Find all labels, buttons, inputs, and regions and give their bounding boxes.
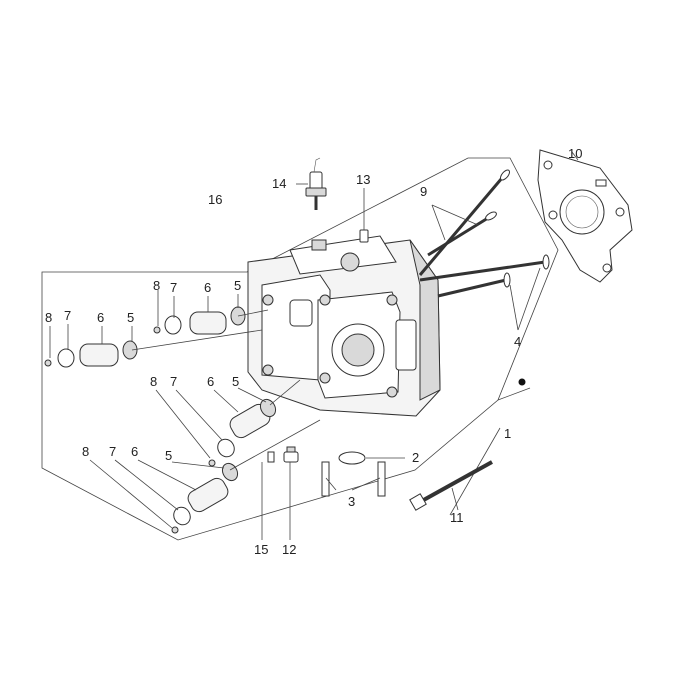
callout-5b: 5 xyxy=(127,310,134,325)
cylinder-head xyxy=(247,235,441,417)
callout-15: 15 xyxy=(254,542,268,557)
callout-8c: 8 xyxy=(150,374,157,389)
valves xyxy=(418,169,550,298)
head-gasket xyxy=(537,149,633,283)
callout-5d: 5 xyxy=(165,448,172,463)
callout-5a: 5 xyxy=(234,278,241,293)
stud xyxy=(359,229,369,243)
head-bolt xyxy=(409,460,493,511)
callout-8a: 8 xyxy=(153,278,160,293)
callout-8b: 8 xyxy=(45,310,52,325)
group-leader-1 xyxy=(497,387,531,401)
callout-16: 16 xyxy=(208,192,222,207)
valve-spring-set-2 xyxy=(44,340,138,368)
valve-spring-set-4 xyxy=(171,462,239,534)
plug xyxy=(283,446,299,463)
reference-dot xyxy=(518,378,526,386)
callout-14: 14 xyxy=(272,176,286,191)
callout-7c: 7 xyxy=(170,374,177,389)
callout-6c: 6 xyxy=(207,374,214,389)
callout-6d: 6 xyxy=(131,444,138,459)
callout-2: 2 xyxy=(412,450,419,465)
callout-6a: 6 xyxy=(204,280,211,295)
callout-9: 9 xyxy=(420,184,427,199)
o-ring xyxy=(338,451,366,465)
callout-11: 11 xyxy=(450,510,464,525)
callout-12: 12 xyxy=(282,542,296,557)
valve-spring-set-3 xyxy=(208,398,277,467)
assembly-outline xyxy=(41,157,559,541)
callout-13: 13 xyxy=(356,172,370,187)
callout-3: 3 xyxy=(348,494,355,509)
callout-7a: 7 xyxy=(170,280,177,295)
leader-lines xyxy=(49,151,579,540)
callout-8d: 8 xyxy=(82,444,89,459)
callout-7b: 7 xyxy=(64,308,71,323)
callout-4: 4 xyxy=(514,334,521,349)
valve-spring-set-1 xyxy=(153,306,246,335)
dowel-pin-left xyxy=(321,461,330,497)
dowel-pin-right xyxy=(377,461,386,497)
callout-5c: 5 xyxy=(232,374,239,389)
small-screw xyxy=(267,451,275,463)
callout-6b: 6 xyxy=(97,310,104,325)
temperature-sensor xyxy=(305,157,327,210)
callout-7d: 7 xyxy=(109,444,116,459)
callout-10: 10 xyxy=(568,146,582,161)
callout-1: 1 xyxy=(504,426,511,441)
